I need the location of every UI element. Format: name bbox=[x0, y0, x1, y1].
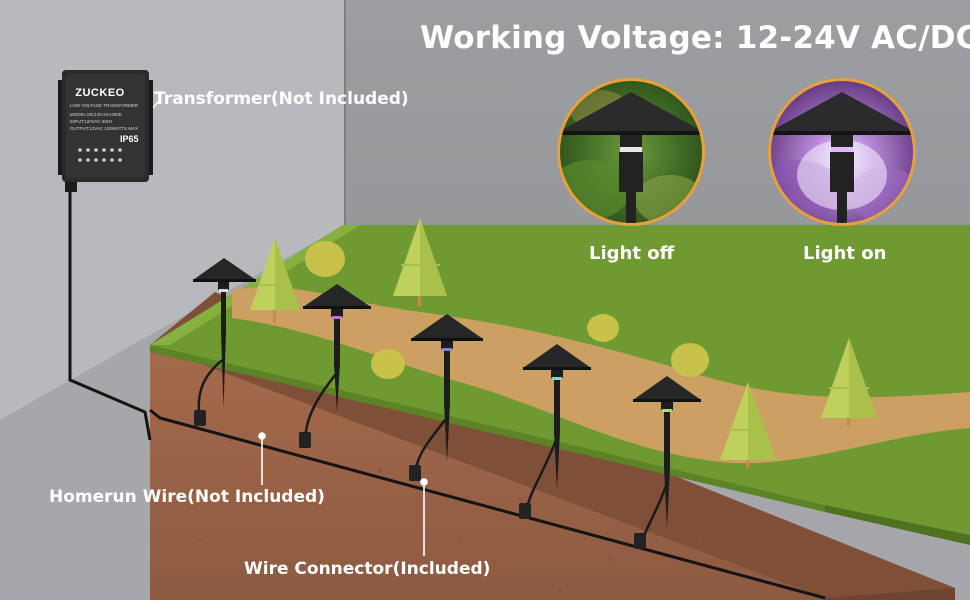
wire-connector-label: Wire Connector(Included) bbox=[244, 559, 491, 579]
indicator-icons bbox=[78, 148, 122, 162]
soil-side-face bbox=[825, 588, 955, 600]
homerun-wire bbox=[149, 408, 826, 600]
transformer-text-line4: OUTPUT:12VAC 100WATTS MAX bbox=[70, 126, 139, 131]
light-on-inset bbox=[768, 78, 916, 226]
path-light-icon bbox=[193, 258, 701, 528]
page-title: Working Voltage: 12-24V AC/DC bbox=[420, 20, 970, 56]
transformer-text-line2: MODEL:MC120-24A200E bbox=[70, 112, 122, 117]
transformer-text-line1: LOW VOLTAGE TRANSFORMER bbox=[70, 103, 139, 108]
transformer-cord bbox=[68, 185, 152, 441]
transformer-brand: ZUCKEO bbox=[75, 87, 125, 99]
light-on-caption: Light on bbox=[803, 243, 887, 264]
lawn-edge-side bbox=[825, 505, 970, 545]
transformer-label: Transformer(Not Included) bbox=[154, 89, 409, 109]
light-off-inset bbox=[557, 78, 705, 226]
garden-path bbox=[232, 287, 970, 464]
cone-tree-icon bbox=[250, 218, 877, 468]
transformer-device bbox=[58, 70, 153, 192]
homerun-wire-label: Homerun Wire(Not Included) bbox=[49, 487, 325, 507]
transformer-ip-rating: IP65 bbox=[120, 134, 139, 144]
light-off-caption: Light off bbox=[589, 243, 675, 264]
lawn-edge bbox=[150, 345, 825, 512]
round-bush-icon bbox=[305, 241, 709, 379]
transformer-text-line3: INPUT:120VAC 60Hz bbox=[70, 119, 113, 124]
wire-connector-icon bbox=[194, 410, 646, 549]
soil-front-face bbox=[150, 345, 825, 600]
